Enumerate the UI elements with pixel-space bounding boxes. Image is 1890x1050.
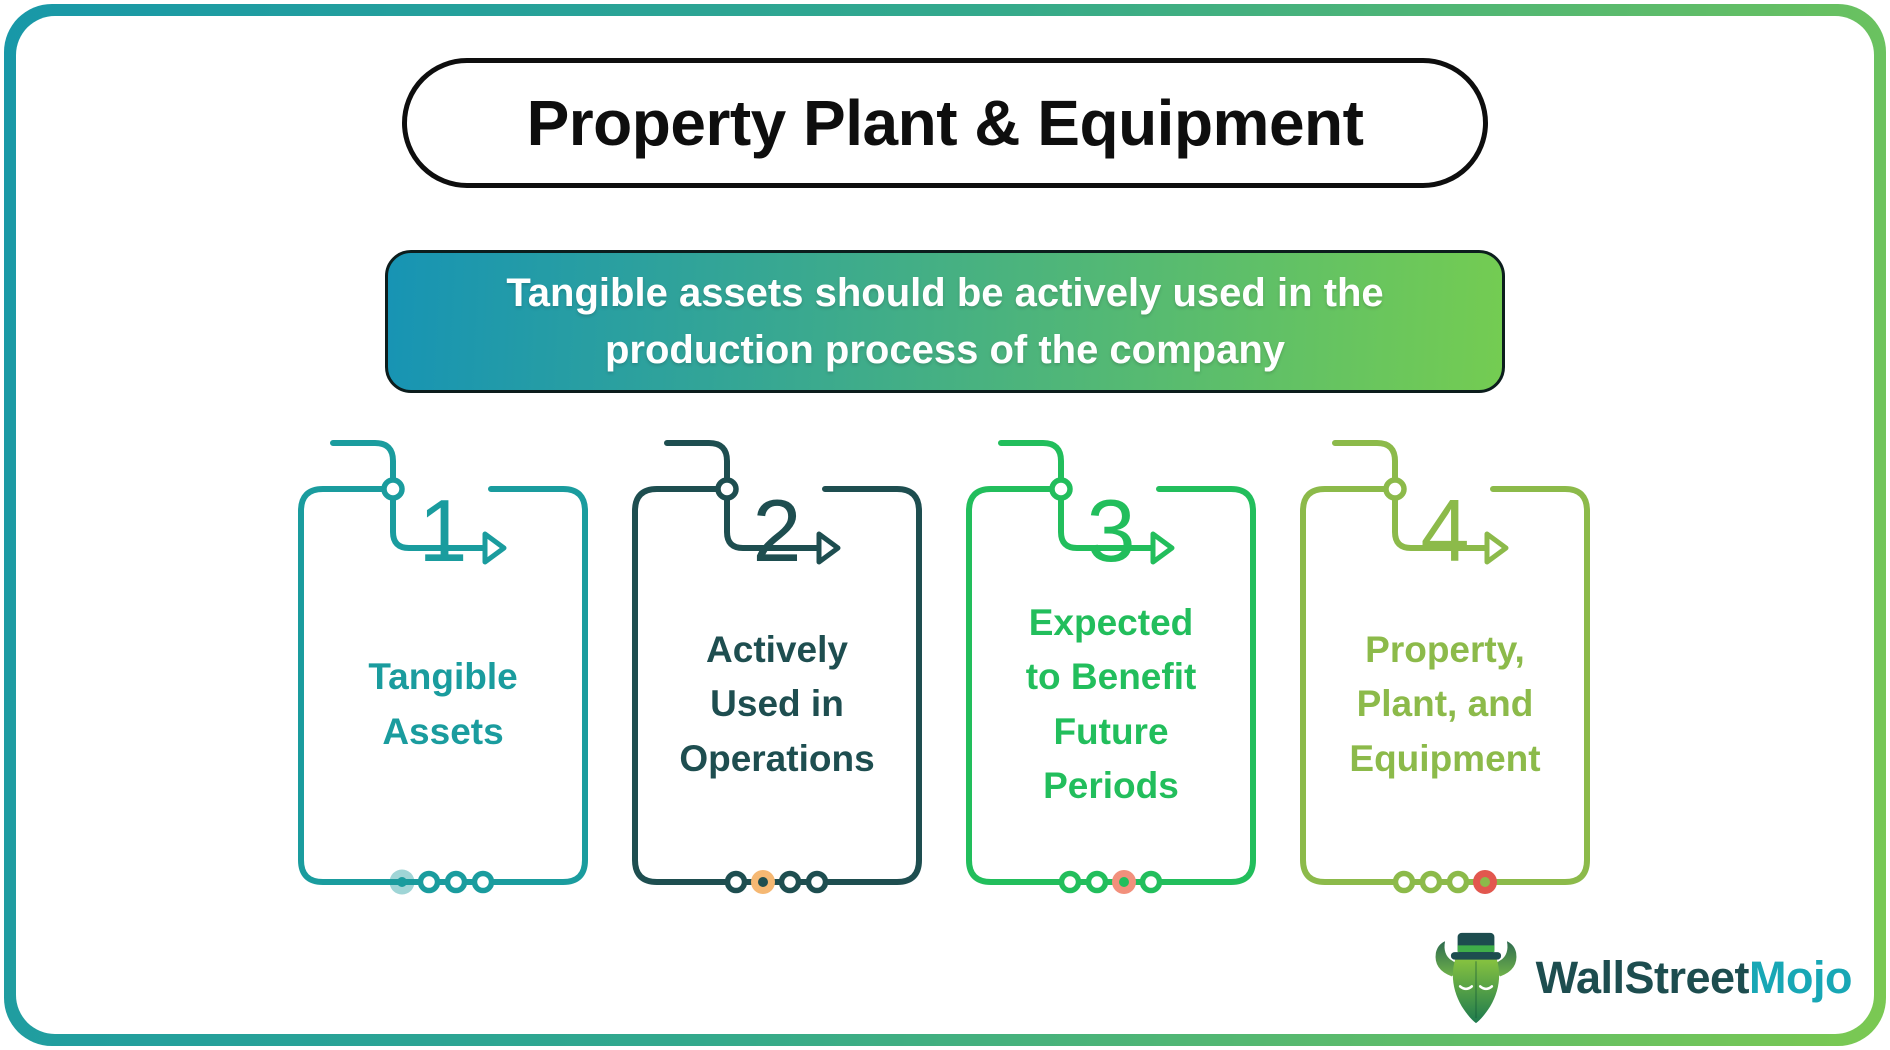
card-benefit-future: 3 Expected to Benefit Future Periods [961, 437, 1261, 907]
connector-node-icon [1383, 477, 1407, 501]
card-frame-decoration [298, 440, 588, 895]
card-tangible-assets: 1 Tangible Assets [293, 437, 593, 907]
card-label: Actively Used in Operations [679, 629, 875, 779]
brand-wordmark: WallStreetMojo [1535, 952, 1853, 1004]
card-number: 3 [1086, 481, 1136, 580]
arrow-right-icon [482, 531, 507, 565]
card-label: Property, Plant, and Equipment [1349, 629, 1541, 779]
card-number: 2 [752, 481, 802, 580]
arrow-right-icon [816, 531, 841, 565]
card-frame-decoration [632, 440, 922, 894]
bull-mascot-icon [1435, 932, 1517, 1024]
connector-node-icon [1049, 477, 1073, 501]
description-text: Tangible assets should be actively used … [506, 270, 1384, 372]
brand-part-mojo: Mojo [1749, 952, 1852, 1003]
description-banner: Tangible assets should be actively used … [385, 250, 1505, 393]
arrow-right-icon [1484, 531, 1509, 565]
card-frame-decoration [1300, 440, 1590, 894]
card-actively-used: 2 Actively Used in Operations [627, 437, 927, 907]
arrow-right-icon [1150, 531, 1175, 565]
card-frame-decoration [966, 440, 1256, 894]
card-label: Expected to Benefit Future Periods [1025, 602, 1197, 806]
page-title: Property Plant & Equipment [526, 87, 1364, 159]
connector-node-icon [381, 477, 405, 501]
card-label: Tangible Assets [368, 656, 518, 752]
card-number: 4 [1420, 481, 1470, 580]
card-ppe: 4 Property, Plant, and Equipment [1295, 437, 1595, 907]
connector-node-icon [715, 477, 739, 501]
page-title-pill: Property Plant & Equipment [402, 58, 1488, 188]
brand-part-wallstreet: WallStreet [1535, 952, 1750, 1003]
card-number: 1 [418, 481, 468, 580]
wallstreetmojo-logo: WallStreetMojo [1430, 928, 1852, 1028]
